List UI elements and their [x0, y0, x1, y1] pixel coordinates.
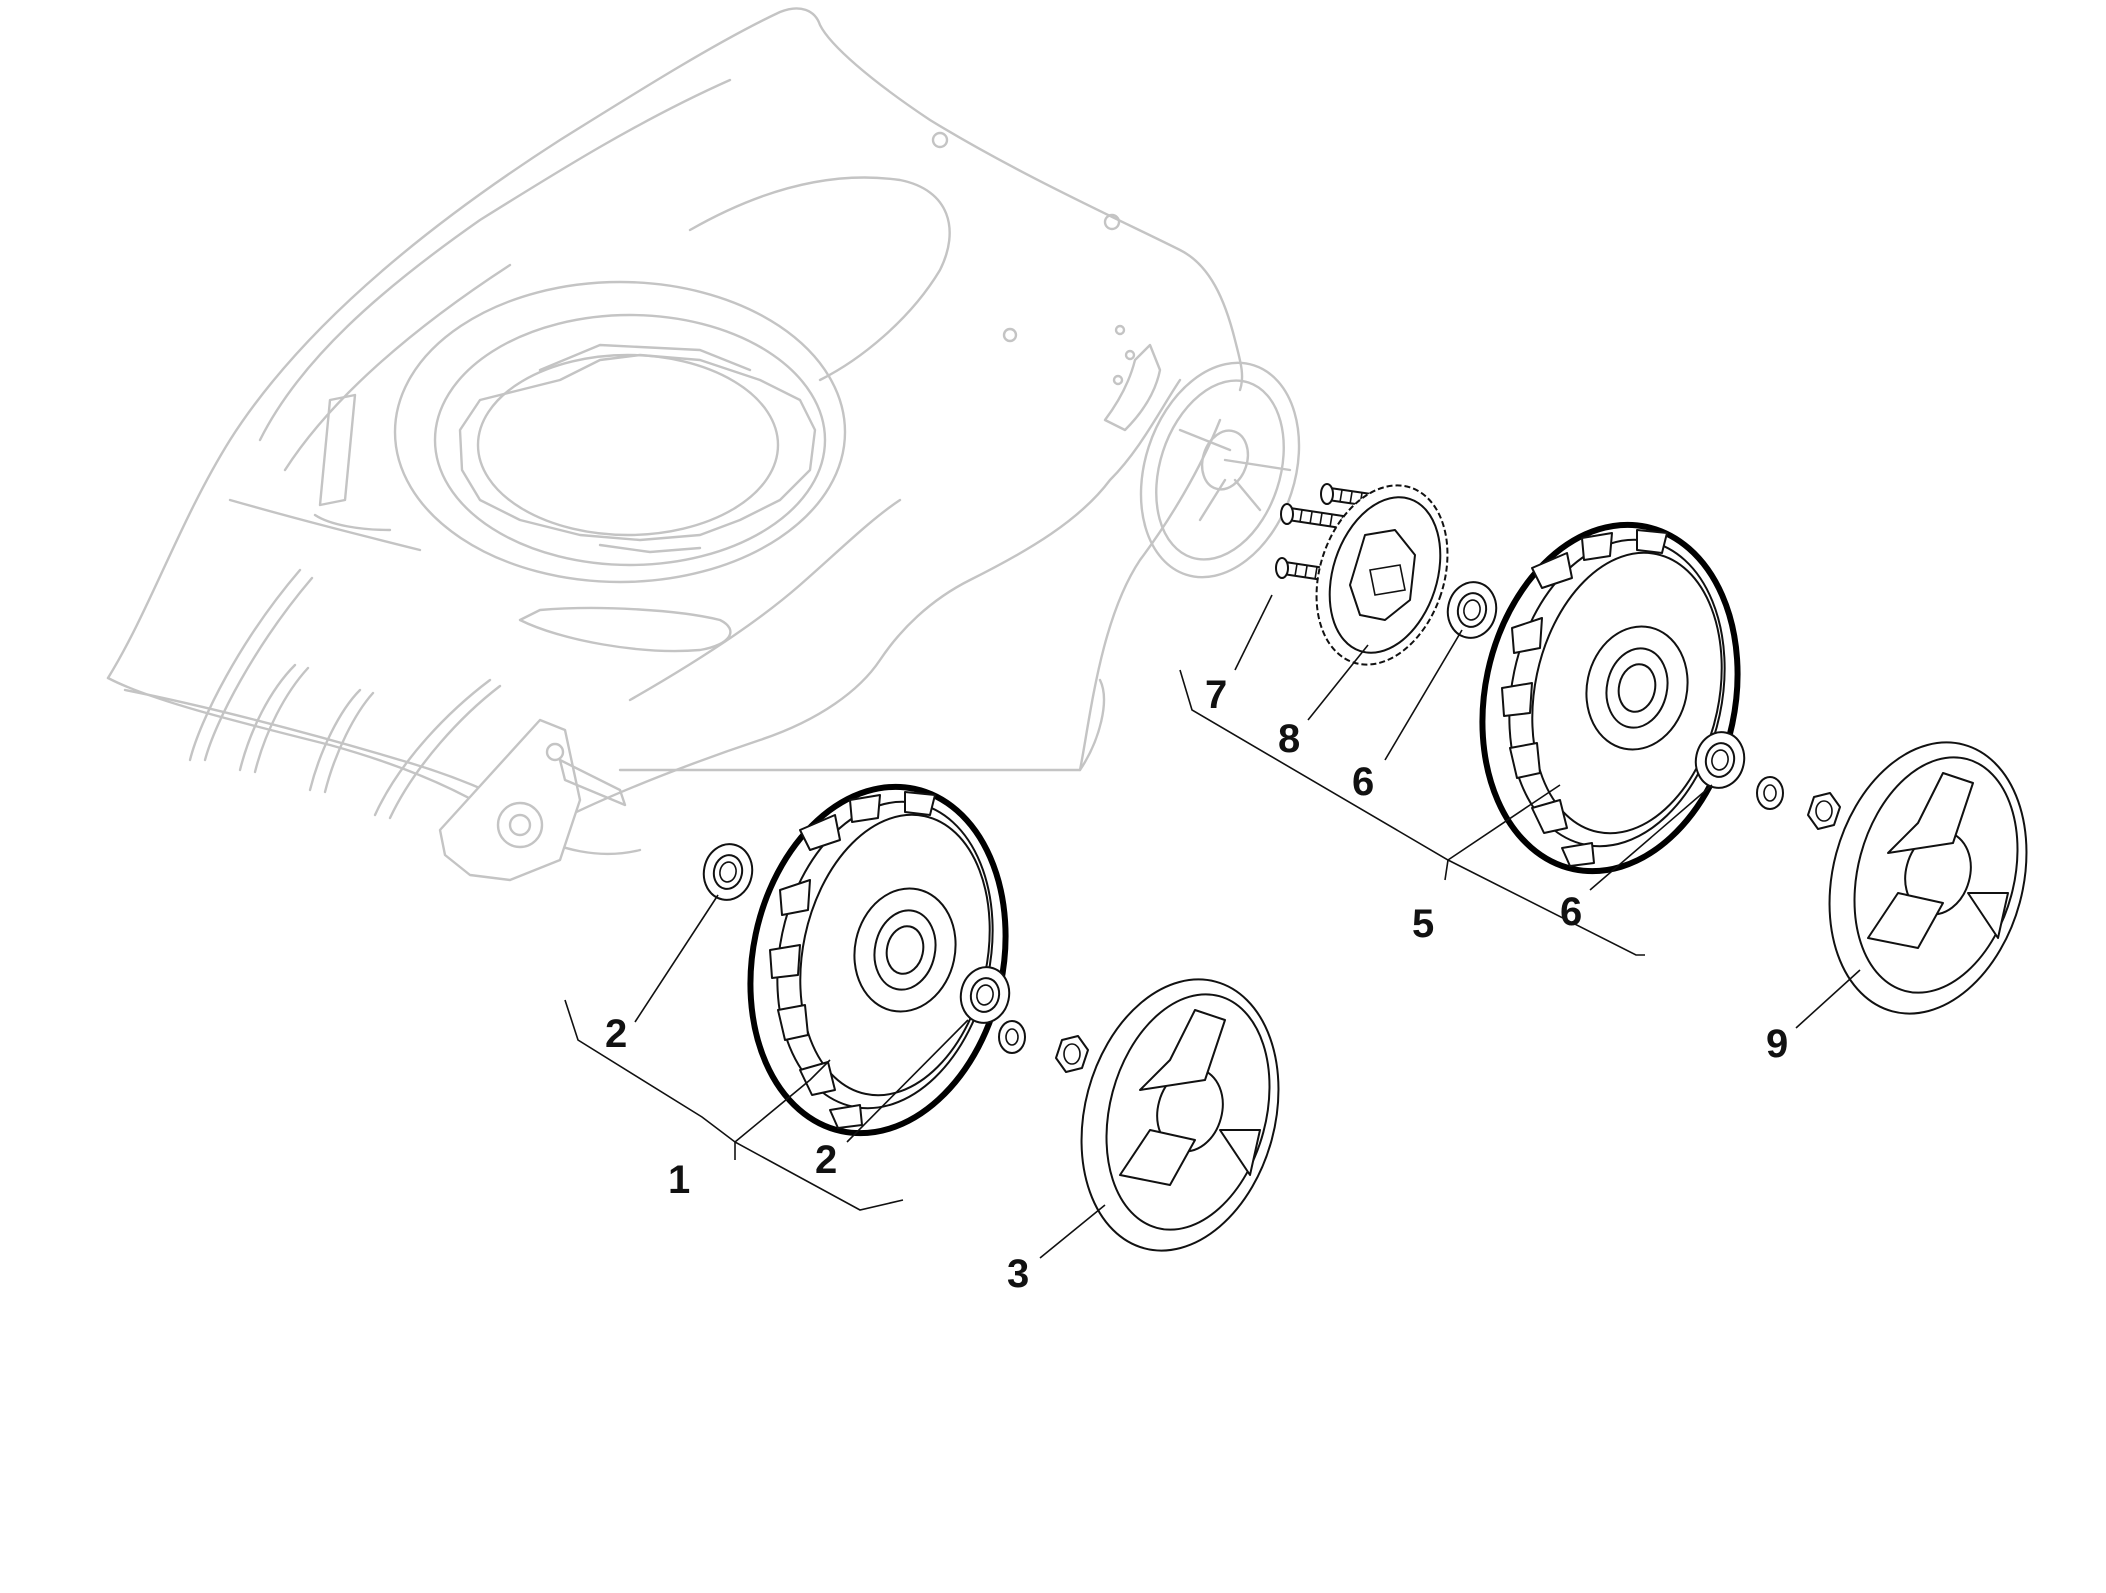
washer-rear [1756, 776, 1784, 810]
front-wheel [747, 783, 1009, 1137]
rear-wheel [1479, 521, 1741, 875]
bearing-front-inner [702, 843, 754, 901]
callout-2-right: 2 [815, 1138, 837, 1182]
washer-front [998, 1020, 1026, 1054]
drive-gear [1315, 484, 1449, 666]
callout-8: 8 [1278, 717, 1300, 761]
leader-lines [564, 594, 1861, 1259]
bearing-rear-outer [1694, 731, 1746, 789]
bearing-front-outer [959, 966, 1011, 1024]
nut-rear [1807, 792, 1841, 830]
callout-1: 1 [668, 1158, 690, 1202]
callout-7: 7 [1205, 673, 1227, 717]
hubcap-rear [1828, 741, 2028, 1015]
callout-labels: 1 2 2 3 5 6 6 7 8 9 [605, 673, 1788, 1296]
rear-wheel-adjuster-plate [1139, 361, 1301, 579]
nut-front [1055, 1035, 1089, 1073]
callout-2-left: 2 [605, 1012, 627, 1056]
callout-6-upper: 6 [1352, 760, 1374, 804]
bearing-rear-inner [1446, 581, 1498, 639]
callout-9: 9 [1766, 1022, 1788, 1066]
mower-deck [106, 7, 1244, 882]
hubcap-front [1080, 978, 1280, 1252]
callout-5: 5 [1412, 902, 1434, 946]
callout-3: 3 [1007, 1252, 1029, 1296]
callout-6-lower: 6 [1560, 890, 1582, 934]
